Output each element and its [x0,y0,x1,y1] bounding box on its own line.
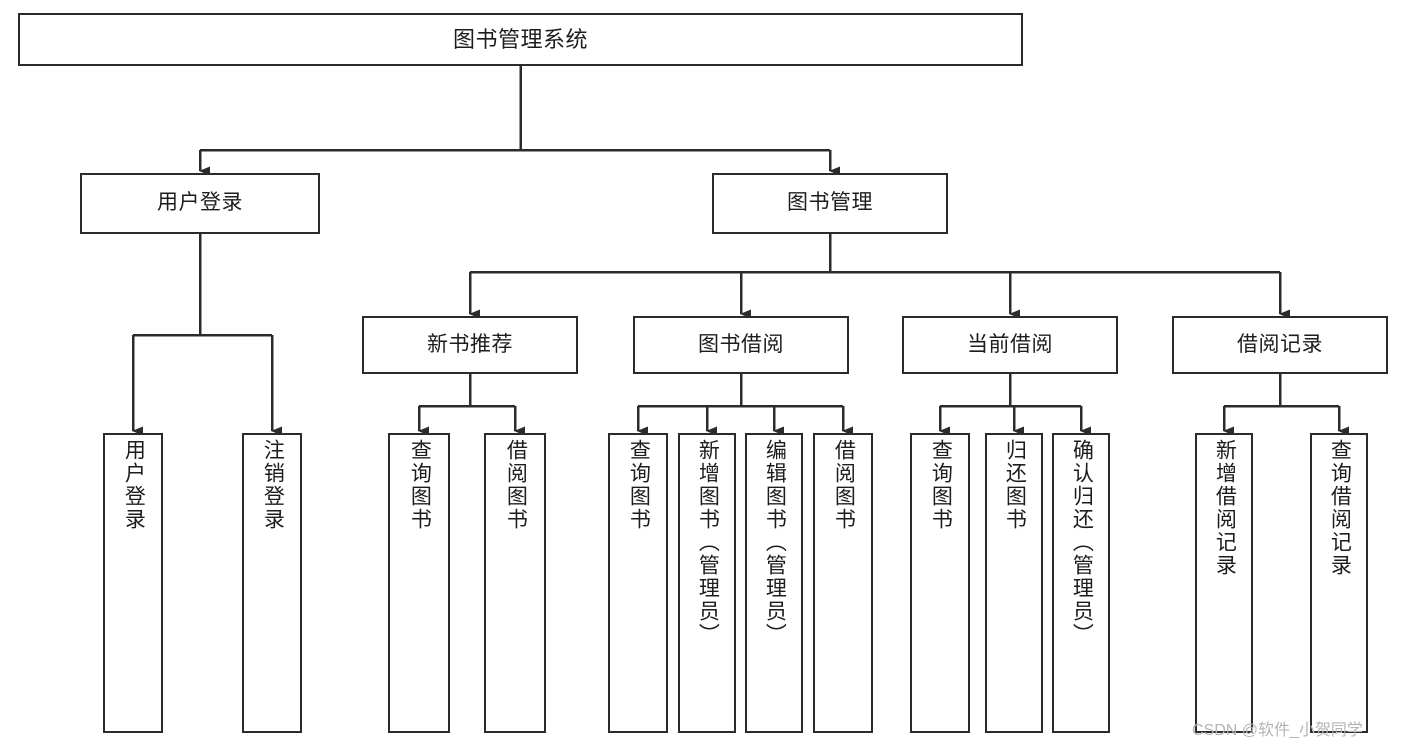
node-label: 归还图书 [1003,439,1027,531]
node-leaf-query-book-1: 查询图书 [388,433,450,733]
node-leaf-edit-book: 编辑图书（管理员） [745,433,803,733]
node-label: 查询借阅记录 [1328,439,1352,577]
node-label: 新书推荐 [427,332,513,356]
node-label: 新增借阅记录 [1213,439,1237,577]
node-label: 查询图书 [627,439,651,531]
node-l1-user-login: 用户登录 [80,173,320,234]
node-label: 查询图书 [929,439,953,531]
node-leaf-borrow-book-1: 借阅图书 [484,433,546,733]
node-label: 图书管理 [787,191,873,215]
node-leaf-logout: 注销登录 [242,433,302,733]
node-leaf-confirm-return: 确认归还（管理员） [1052,433,1110,733]
node-l1-book-mgmt: 图书管理 [712,173,948,234]
node-label: 查询图书 [408,439,432,531]
node-l2-current-borrow: 当前借阅 [902,316,1118,374]
node-l2-new-book-rec: 新书推荐 [362,316,578,374]
node-l2-borrow-record: 借阅记录 [1172,316,1388,374]
node-leaf-query-book-2: 查询图书 [608,433,668,733]
node-leaf-return-book: 归还图书 [985,433,1043,733]
node-label: 图书管理系统 [452,26,588,52]
node-label: 编辑图书（管理员） [763,439,787,646]
node-leaf-borrow-book-2: 借阅图书 [813,433,873,733]
node-label: 借阅记录 [1237,332,1323,356]
node-label: 借阅图书 [832,439,856,531]
node-root: 图书管理系统 [18,13,1023,66]
watermark-csdn: CSDN @软件_小贺同学 [1192,722,1363,739]
node-label: 确认归还（管理员） [1070,439,1094,646]
node-leaf-user-login: 用户登录 [103,433,163,733]
node-leaf-add-book: 新增图书（管理员） [678,433,736,733]
node-label: 注销登录 [261,439,285,531]
node-label: 新增图书（管理员） [696,439,720,646]
node-leaf-query-record: 查询借阅记录 [1310,433,1368,733]
node-label: 图书借阅 [698,332,784,356]
connector-lines [131,66,1349,436]
node-label: 借阅图书 [504,439,528,531]
node-label: 用户登录 [157,191,243,215]
node-l2-book-borrow: 图书借阅 [633,316,849,374]
node-label: 用户登录 [122,439,146,531]
node-leaf-add-record: 新增借阅记录 [1195,433,1253,733]
node-leaf-query-book-3: 查询图书 [910,433,970,733]
node-label: 当前借阅 [967,332,1053,356]
